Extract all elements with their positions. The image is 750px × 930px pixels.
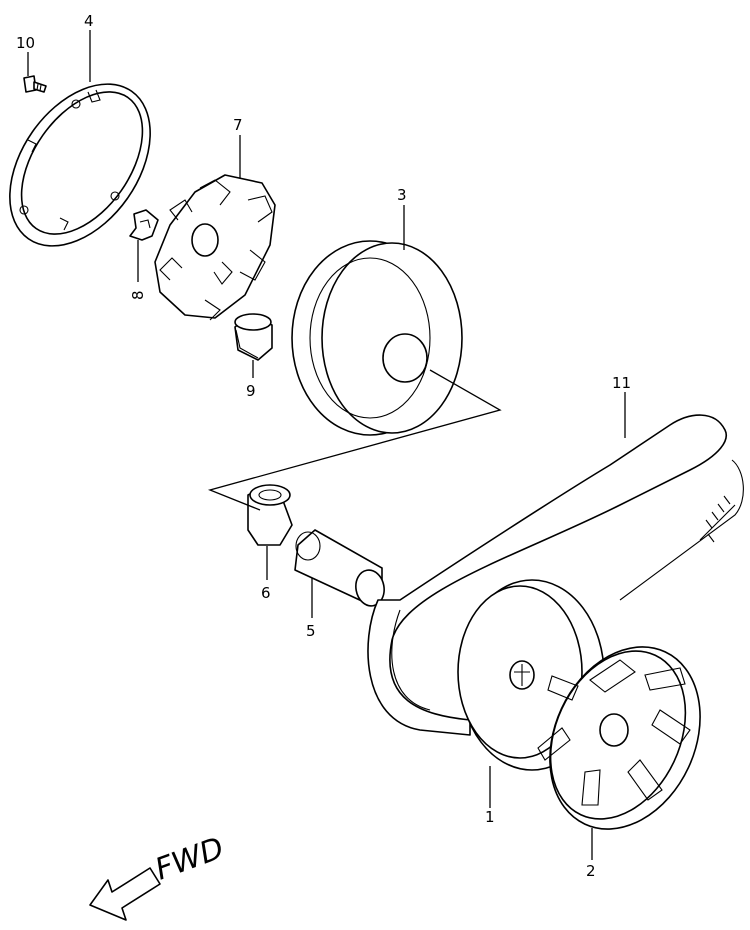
v-belt-part	[367, 414, 744, 736]
callout-3: 3	[397, 186, 407, 204]
callout-4: 4	[84, 12, 94, 30]
ramp-plate-part	[154, 174, 276, 321]
callout-1: 1	[485, 808, 495, 826]
drive-face-part	[291, 240, 463, 436]
ring-cover-part	[9, 83, 151, 247]
slider-part	[129, 209, 159, 241]
callout-5: 5	[306, 622, 316, 640]
spacer-part	[247, 484, 293, 546]
bolt-part	[23, 75, 47, 93]
callout-6: 6	[261, 584, 271, 602]
small-collar-part	[234, 313, 273, 361]
callout-11: 11	[612, 374, 631, 392]
callout-9: 9	[246, 382, 256, 400]
fwd-label: FWD	[151, 831, 229, 888]
sleeve-part	[294, 529, 385, 607]
callout-8: 8	[129, 290, 147, 300]
callout-2: 2	[586, 862, 596, 880]
callout-7: 7	[233, 116, 243, 134]
callout-10: 10	[16, 34, 35, 52]
leader-lines	[27, 30, 626, 860]
forward-arrow: FWD	[89, 831, 229, 921]
fan-pulley-part	[537, 646, 701, 830]
